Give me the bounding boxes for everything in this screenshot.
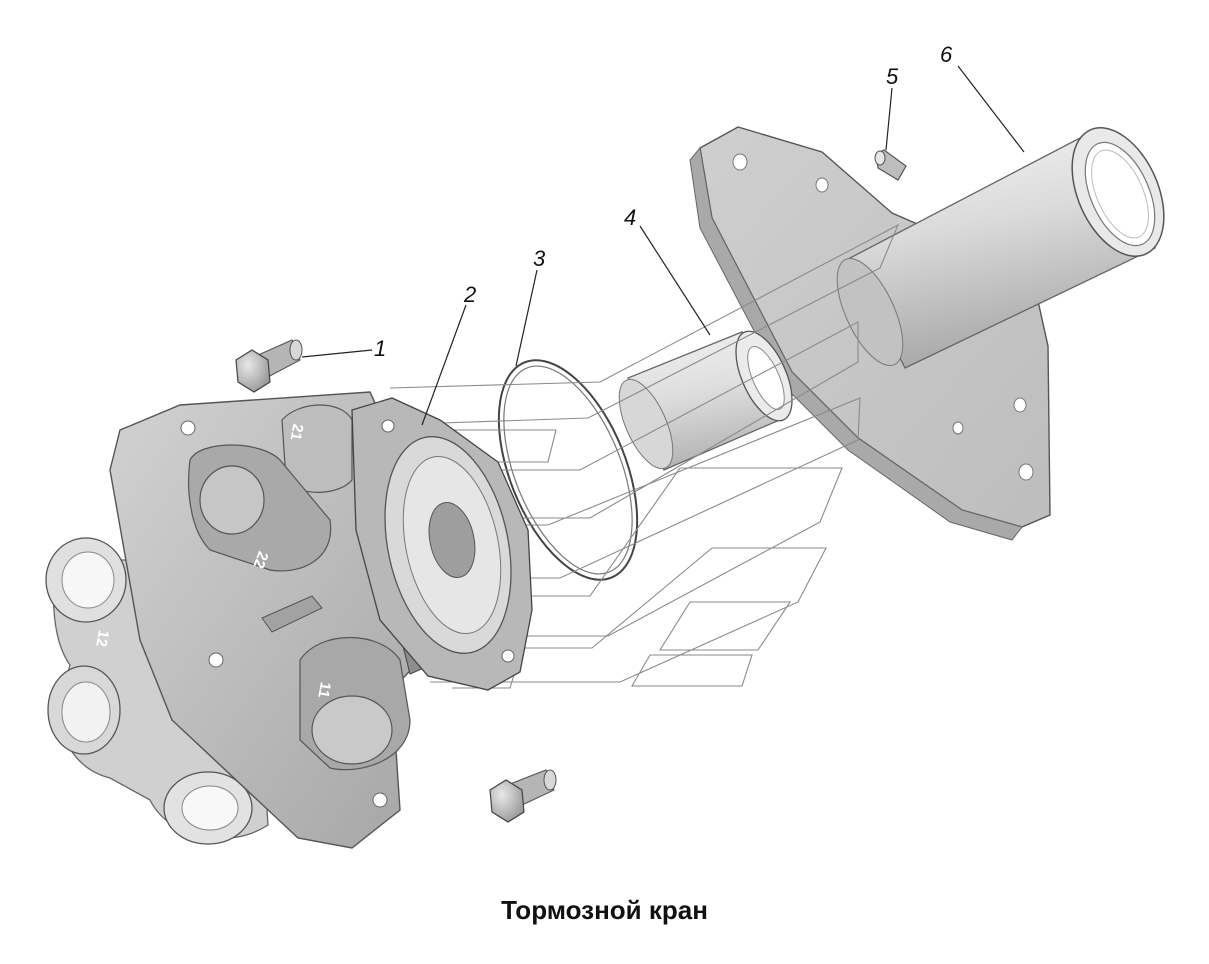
pipe-bottom-shadow (836, 257, 904, 367)
port-mark: 22 (250, 549, 272, 570)
valve-flange-hole (372, 792, 388, 808)
flange-edge (689, 146, 1023, 541)
bolt-shank-end (289, 339, 303, 361)
flange-hole (732, 153, 748, 171)
valve-body: 21 22 11 12 4 (45, 391, 533, 849)
gasket-bore-center (428, 502, 476, 578)
flange-hole (815, 177, 829, 193)
bolt-shank-end (543, 769, 557, 791)
guide-line (420, 547, 827, 683)
leader-line-3 (515, 269, 538, 367)
part-4-bushing (618, 330, 793, 471)
flange-hole (952, 421, 964, 435)
port-mark: 21 (287, 422, 307, 441)
part-6-flange-pipe (689, 126, 1165, 541)
left-port-lower-hole (61, 681, 111, 743)
valve-port-marks: 21 22 11 12 4 (92, 422, 436, 700)
guide-line (659, 601, 792, 651)
port-mark: 4 (418, 689, 436, 701)
pin-end (874, 150, 886, 166)
flange-hole (1018, 463, 1034, 481)
callout-3: 3 (533, 246, 546, 271)
valve-flange-hole (180, 420, 196, 436)
leader-line-1 (301, 349, 373, 358)
stud (261, 595, 323, 633)
bottom-port-hole (181, 785, 239, 831)
pipe-mouth-inner (1084, 141, 1156, 247)
port-mark: 12 (92, 629, 112, 648)
guide-line (360, 321, 859, 519)
callout-2: 2 (463, 282, 476, 307)
leader-line-6 (957, 65, 1025, 153)
guide-line (631, 654, 753, 687)
bolt-head (489, 779, 525, 823)
callout-4: 4 (624, 205, 636, 230)
pipe-mouth-groove (1091, 149, 1149, 239)
callout-1: 1 (374, 336, 386, 361)
port-11-opening (311, 695, 393, 765)
callout-5: 5 (886, 64, 899, 89)
figure-caption: Тормозной кран (501, 895, 708, 925)
gasket-hole (501, 649, 515, 663)
part-1-bolt-lower (489, 769, 557, 823)
left-port-upper-hole (61, 551, 115, 609)
bolt-head (235, 349, 271, 393)
valve-flange-hole (208, 652, 224, 668)
bushing-back (618, 378, 674, 470)
guide-line (392, 467, 843, 637)
leader-line-2 (421, 304, 467, 426)
gasket-hole (381, 419, 395, 433)
flange-hole (1013, 397, 1027, 413)
part-2-gasket (351, 397, 533, 691)
guide-line (383, 223, 900, 426)
leader-lines (301, 65, 1025, 426)
leader-line-4 (639, 225, 711, 336)
leader-line-5 (885, 87, 893, 151)
part-5-pin (874, 149, 907, 181)
port-mark: 11 (314, 681, 333, 700)
part-1-bolt-upper (235, 339, 303, 393)
callout-labels: 1 2 3 4 5 6 (374, 42, 953, 361)
flange-bolt-holes (732, 153, 1034, 481)
bushing-front-inner (747, 345, 785, 411)
port-22-opening (199, 465, 265, 535)
callout-6: 6 (940, 42, 953, 67)
